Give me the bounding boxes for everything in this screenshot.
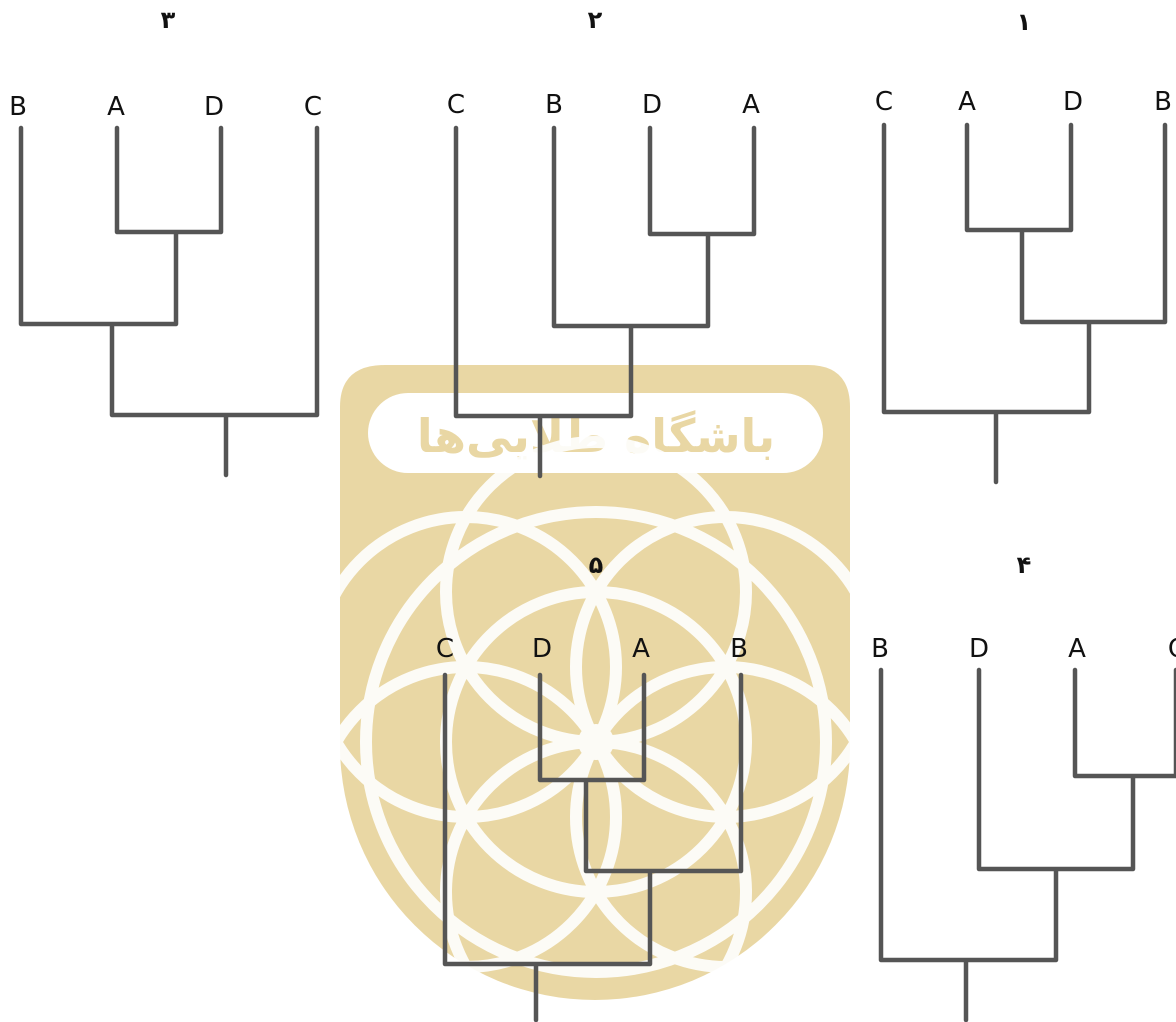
tree-5-leaf-label: B	[730, 634, 748, 664]
watermark-flower-icon	[310, 436, 882, 1022]
tree-2: ۲ C B D A	[447, 6, 760, 479]
tree-1-leaf-label: A	[958, 87, 976, 117]
tree-4-leaf-label: A	[1068, 634, 1086, 664]
tree-3-leaf-label: B	[9, 92, 27, 122]
watermark-logo: باشگاه طلایی‌ها	[310, 365, 882, 1022]
tree-4-number: ۴	[1017, 551, 1032, 579]
tree-4: ۴ B D A C	[871, 551, 1176, 1022]
tree-5-leaf-label: D	[532, 634, 552, 664]
tree-1-leaf-label: B	[1154, 87, 1172, 117]
tree-3-leaf-label: A	[107, 92, 125, 122]
tree-4-leaf-label: C	[1168, 634, 1176, 664]
tree-5-branches	[442, 672, 744, 1022]
tree-2-leaf-label: D	[642, 90, 662, 120]
tree-5: ۵ C D A B	[436, 551, 748, 1022]
watermark-banner	[368, 393, 823, 473]
tree-2-number: ۲	[588, 6, 603, 34]
tree-2-branches	[453, 125, 757, 479]
tree-3: ۳ B A D C	[9, 6, 322, 478]
tree-3-number: ۳	[161, 6, 176, 34]
tree-1-leaf-label: D	[1063, 87, 1083, 117]
tree-1-number: ۱	[1017, 8, 1032, 36]
tree-2-leaf-label: A	[742, 90, 760, 120]
tree-1-branches	[881, 122, 1168, 485]
tree-2-leaf-label: C	[447, 90, 465, 120]
tree-4-leaf-label: D	[969, 634, 989, 664]
tree-5-number: ۵	[589, 551, 604, 579]
tree-3-leaf-label: D	[204, 92, 224, 122]
tree-3-branches	[18, 125, 320, 478]
tree-5-leaf-label: C	[436, 634, 454, 664]
tree-4-leaf-label: B	[871, 634, 889, 664]
tree-1: ۱ C A D B	[875, 8, 1172, 485]
tree-3-leaf-label: C	[304, 92, 322, 122]
tree-5-leaf-label: A	[632, 634, 650, 664]
tree-4-branches	[878, 667, 1176, 1022]
tree-2-leaf-label: B	[545, 90, 563, 120]
tree-1-leaf-label: C	[875, 87, 893, 117]
